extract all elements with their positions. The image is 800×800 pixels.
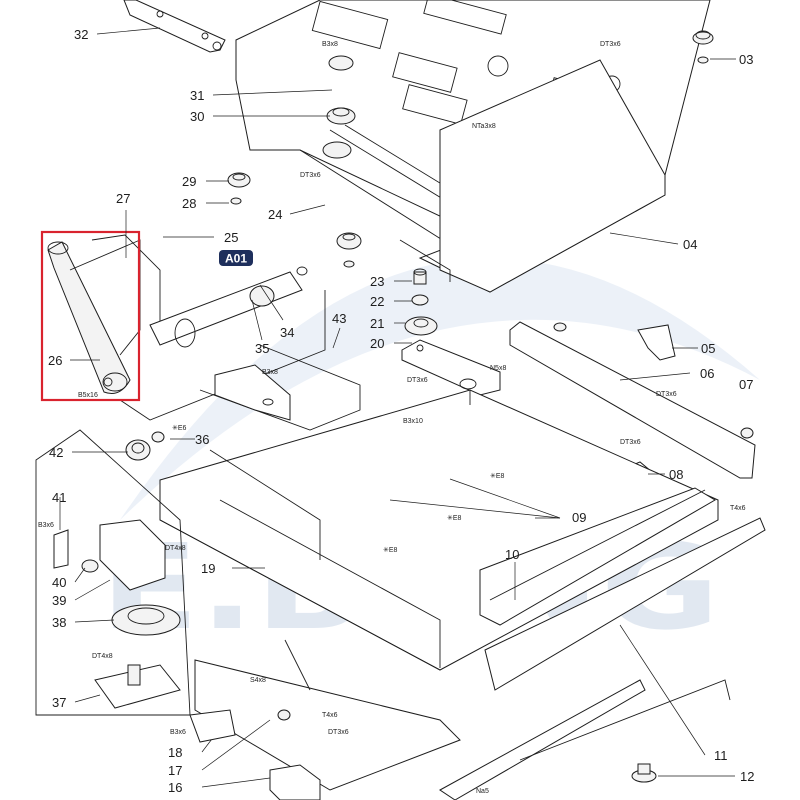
callout-32: 32 — [74, 27, 88, 42]
callout-29: 29 — [182, 174, 196, 189]
screw-tag: DT3x6 — [600, 41, 621, 48]
callout-35: 35 — [255, 341, 269, 356]
callout-28: 28 — [182, 196, 196, 211]
callout-08: 08 — [669, 467, 683, 482]
screw-tag: DT4x8 — [92, 653, 113, 660]
callout-23: 23 — [370, 274, 384, 289]
callout-12: 12 — [740, 769, 754, 784]
callout-26: 26 — [48, 353, 62, 368]
callout-numbers: 03 04 05 06 07 08 09 10 11 12 16 17 18 1… — [48, 27, 754, 795]
screw-tag: DT3x6 — [300, 172, 321, 179]
screw-tag: Na5 — [476, 788, 489, 795]
screw-tags: B3x8 DT3x6 NTa3x8 DT3x6 B5x16 B3x8 DT3x6… — [38, 41, 746, 795]
callout-31: 31 — [190, 88, 204, 103]
screw-tag: ✳E8 — [490, 472, 505, 480]
screw-tag: DT3x6 — [620, 439, 641, 446]
screw-tag: ✳E6 — [172, 424, 187, 432]
callout-18: 18 — [168, 745, 182, 760]
a01-badge: A01 — [219, 250, 253, 266]
idler-stack — [401, 268, 501, 396]
callout-11: 11 — [714, 748, 728, 763]
callout-40: 40 — [52, 575, 66, 590]
callout-20: 20 — [370, 336, 384, 351]
screw-tag: S4x8 — [250, 677, 266, 684]
screw-tag: B3x8 — [322, 41, 338, 48]
top-bracket — [123, 0, 226, 53]
callout-39: 39 — [52, 593, 66, 608]
callout-19: 19 — [201, 561, 215, 576]
left-subassembly — [35, 429, 191, 716]
screw-tag: DT3x6 — [407, 377, 428, 384]
callout-07: 07 — [739, 377, 753, 392]
right-plate — [399, 59, 666, 293]
screw-tag: DT3x6 — [328, 729, 349, 736]
callout-41: 41 — [52, 490, 66, 505]
screw-tag: ✳E8 — [383, 546, 398, 554]
callout-16: 16 — [168, 780, 182, 795]
main-frame — [159, 389, 766, 800]
callout-03: 03 — [739, 52, 753, 67]
screw-tag: DT4x8 — [165, 545, 186, 552]
screw-tag: B3x8 — [262, 369, 278, 376]
callout-24: 24 — [268, 207, 282, 222]
callout-06: 06 — [700, 366, 714, 381]
callout-43: 43 — [332, 311, 346, 326]
screw-tag: T4x6 — [730, 505, 746, 512]
callout-30: 30 — [190, 109, 204, 124]
callout-36: 36 — [195, 432, 209, 447]
callout-27: 27 — [116, 191, 130, 206]
callout-37: 37 — [52, 695, 66, 710]
bottom-parts — [189, 709, 657, 800]
watermark-swoosh — [120, 258, 760, 520]
callout-21: 21 — [370, 316, 384, 331]
screw-tag: B3x6 — [170, 729, 186, 736]
callout-22: 22 — [370, 294, 384, 309]
screw-tag: T4x6 — [322, 712, 338, 719]
callout-17: 17 — [168, 763, 182, 778]
screw-tag: ✳E8 — [447, 514, 462, 522]
screw-tag: DT3x6 — [656, 391, 677, 398]
callout-34: 34 — [280, 325, 294, 340]
callout-10: 10 — [505, 547, 519, 562]
crank-arm-assembly — [47, 234, 161, 394]
leader-lines — [59, 27, 736, 788]
screw-tag: B3x10 — [403, 418, 423, 425]
callout-38: 38 — [52, 615, 66, 630]
callout-09: 09 — [572, 510, 586, 525]
screw-tag: NTa3x8 — [472, 123, 496, 130]
screw-tag: N5x8 — [490, 365, 506, 372]
highlight-box — [40, 230, 141, 402]
callout-04: 04 — [683, 237, 697, 252]
callout-42: 42 — [49, 445, 63, 460]
callout-25: 25 — [224, 230, 238, 245]
shaft-bracket — [214, 364, 291, 421]
callout-05: 05 — [701, 341, 715, 356]
a01-label: A01 — [225, 252, 247, 266]
screw-tag: B5x16 — [78, 392, 98, 399]
screw-tag: B3x6 — [38, 522, 54, 529]
